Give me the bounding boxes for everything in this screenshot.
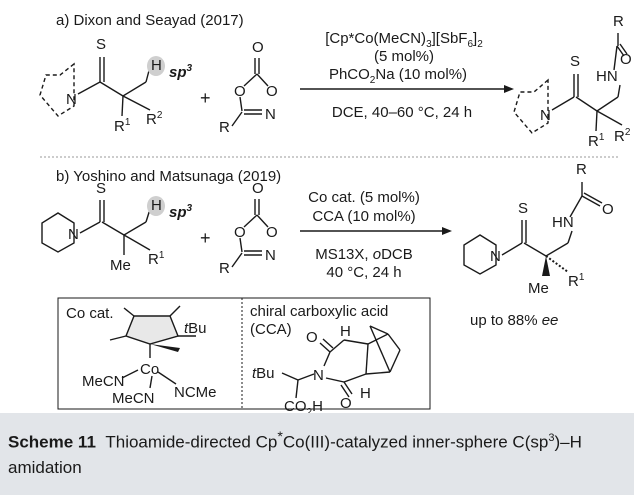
cca-skeleton: [295, 325, 401, 399]
atom-R-b-dioxazolone: R: [219, 260, 230, 277]
mecn-bottom: MeCN: [112, 390, 155, 407]
amide-bonds-a: [613, 33, 628, 71]
catalyst-b: Co cat. (5 mol%): [308, 189, 420, 206]
catalyst-box: [57, 297, 431, 410]
panel-a-thioamide-reactant: [39, 57, 152, 117]
atom-O-a-ring2: O: [266, 83, 278, 100]
atom-O-a-carbonyl: O: [252, 39, 264, 56]
h-highlight-a: [147, 56, 165, 76]
caption-star: *: [277, 429, 283, 445]
atom-N-b-ring: N: [265, 247, 276, 264]
label-R2-a-product: R2: [614, 127, 631, 145]
label-R1-a-product: R1: [588, 132, 605, 150]
atom-N-b1: N: [68, 226, 79, 243]
ee-label: up to 88% ee: [470, 312, 558, 329]
solvent-b: MS13X, oDCB: [315, 246, 413, 263]
atom-H-b1: H: [151, 197, 162, 214]
caption-part2: Co(III)-catalyzed inner-sphere C(sp: [282, 432, 549, 452]
dashed-piperidine-ring: [39, 62, 75, 117]
hash-bond-b: [545, 255, 569, 273]
atom-R-a-dioxazolone: R: [219, 119, 230, 136]
panel-b-thioamide-reactant: [41, 200, 152, 255]
dashed-piperidine-ring-product-a: [513, 78, 549, 134]
atom-HN-a-product: HN: [596, 68, 618, 85]
atom-N-b-product: N: [490, 248, 501, 265]
label-R1-b1: R1: [148, 250, 165, 268]
co-cat-title: Co cat.: [66, 305, 114, 322]
sp3-label-b: sp3: [169, 203, 193, 221]
cca-title-line1: chiral carboxylic acid: [250, 303, 388, 320]
cca-O-bottom: O: [340, 395, 352, 412]
atom-O-b-carbonyl: O: [252, 180, 264, 197]
dioxazolone-b: [231, 199, 269, 268]
cp-star-ring: [109, 305, 196, 345]
product-b: [463, 220, 573, 275]
tbu-label-co: tBu: [184, 320, 207, 337]
caption-part3: )–H amidation: [8, 432, 582, 477]
atom-R-a-product: R: [613, 13, 624, 30]
piperidine-ring-b: [41, 212, 75, 253]
caption-sup: 3: [548, 432, 555, 444]
label-R1-b-product: R1: [568, 272, 585, 290]
label-R2-a1: R2: [146, 110, 163, 128]
caption-text: Scheme 11 Thioamide-directed Cp*Co(III)-…: [8, 425, 618, 480]
co-atom: Co: [140, 361, 159, 378]
product-a: [513, 74, 623, 134]
atom-R-b-product: R: [576, 161, 587, 178]
atom-S-b1: S: [96, 180, 106, 197]
atom-O-b-ring2: O: [266, 224, 278, 241]
atom-N-a-product: N: [540, 107, 551, 124]
dioxazolone-a: [231, 58, 269, 127]
panel-a-title: a) Dixon and Seayad (2017): [56, 12, 244, 29]
temp-time-b: 40 °C, 24 h: [326, 264, 401, 281]
scheme-caption: Scheme 11 Thioamide-directed Cp*Co(III)-…: [0, 413, 634, 495]
catalyst-loading-a: (5 mol%): [374, 48, 434, 65]
cca-H-top: H: [340, 323, 351, 340]
atom-O-a-ring1: O: [234, 83, 246, 100]
atom-N-a1: N: [66, 91, 77, 108]
additive-a: PhCO2Na (10 mol%): [329, 66, 467, 86]
piperidine-ring-product-b: [463, 234, 497, 275]
catalyst-a: [Cp*Co(MeCN)3][SbF6]2: [325, 30, 483, 50]
atom-O-b-product: O: [602, 201, 614, 218]
atom-S-a-product: S: [570, 53, 580, 70]
mecn-left: MeCN: [82, 373, 125, 390]
sp3-label-a: sp3: [169, 63, 193, 81]
plus-sign-a: +: [200, 88, 211, 108]
arrow-b: [300, 227, 452, 235]
conditions-a: DCE, 40–60 °C, 24 h: [332, 104, 472, 121]
cca-H-bottom: H: [360, 385, 371, 402]
ncme-right: NCMe: [174, 384, 217, 401]
cca-title-line2: (CCA): [250, 321, 292, 338]
label-Me-b-product: Me: [528, 280, 549, 297]
cca-tbu: tBu: [252, 365, 275, 382]
caption-label: Scheme 11: [8, 432, 96, 452]
atom-O-b-ring1: O: [234, 224, 246, 241]
amide-bonds-b: [569, 182, 603, 218]
panel-b-title: b) Yoshino and Matsunaga (2019): [56, 168, 281, 185]
cca-tbu-bond: [281, 372, 299, 381]
atom-HN-b-product: HN: [552, 214, 574, 231]
cp-star-wedge: [150, 344, 180, 352]
cca-loading-b: CCA (10 mol%): [312, 208, 415, 225]
plus-sign-b: +: [200, 228, 211, 248]
caption-part1: Thioamide-directed Cp: [105, 432, 278, 452]
cca-co2h: CO2H: [284, 398, 323, 418]
atom-S-b-product: S: [518, 200, 528, 217]
label-Me-b1: Me: [110, 257, 131, 274]
atom-O-a-product: O: [620, 51, 632, 68]
h-highlight-b: [147, 196, 165, 216]
cca-O-top: O: [306, 329, 318, 346]
atom-N-a-ring: N: [265, 106, 276, 123]
wedge-bond-b: [542, 256, 550, 276]
label-R1-a1: R1: [114, 117, 131, 135]
arrow-a: [300, 85, 514, 93]
atom-S-a1: S: [96, 36, 106, 53]
co-ligand-bonds: [121, 369, 177, 389]
atom-H-a1: H: [151, 57, 162, 74]
cca-N: N: [313, 367, 324, 384]
